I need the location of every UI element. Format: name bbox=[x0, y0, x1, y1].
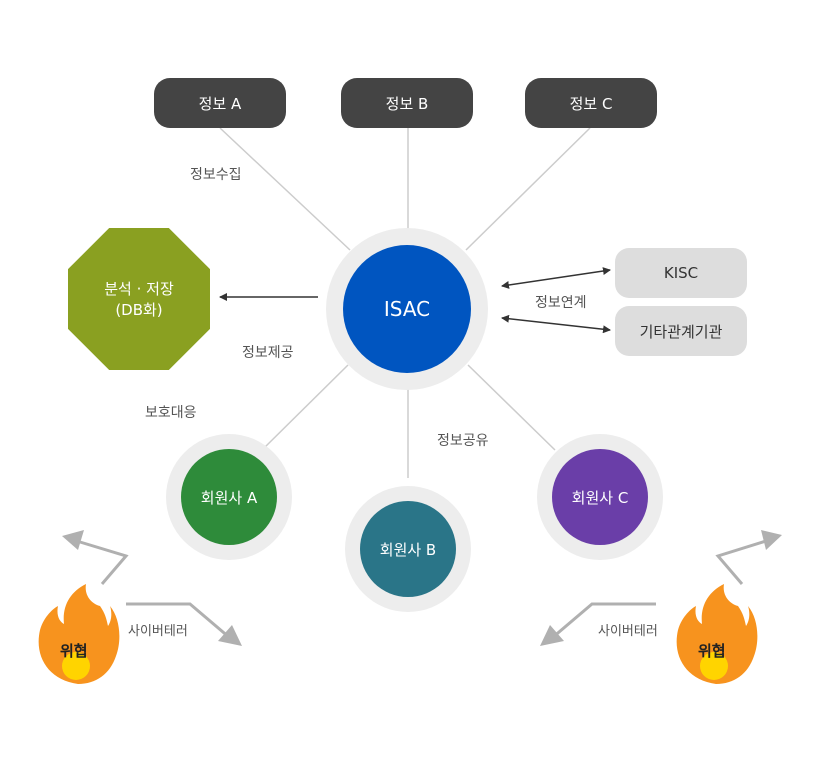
member-b: 회원사 B bbox=[360, 501, 456, 597]
info-source-c-label: 정보 C bbox=[569, 94, 613, 113]
attack-arrow-right bbox=[551, 602, 656, 640]
member-a: 회원사 A bbox=[181, 449, 277, 545]
isac-hub-label: ISAC bbox=[383, 297, 431, 321]
deflect-arrowhead-left bbox=[62, 530, 84, 550]
deflect-arrow-right bbox=[715, 539, 767, 585]
info-source-a-label: 정보 A bbox=[198, 94, 242, 113]
attack-arrow-left bbox=[126, 602, 231, 640]
flame-core bbox=[62, 652, 90, 680]
share-label: 정보공유 bbox=[437, 433, 489, 449]
connector-member-a bbox=[261, 364, 349, 451]
info-source-c: 정보 C bbox=[525, 78, 657, 128]
info-source-b: 정보 B bbox=[341, 78, 473, 128]
connector-info-c bbox=[465, 127, 591, 251]
cyberterror-label-right: 사이버테러 bbox=[598, 624, 658, 639]
threat-arrows-left bbox=[62, 530, 242, 646]
link-arrow-kisc bbox=[501, 267, 611, 289]
partner-kisc: KISC bbox=[615, 248, 747, 298]
fire-icon bbox=[38, 584, 120, 684]
link-label: 정보연계 bbox=[535, 295, 587, 311]
threat-label-right: 위협 bbox=[698, 642, 726, 660]
threat-flame-right bbox=[676, 584, 758, 684]
attack-arrowhead-right bbox=[540, 625, 564, 646]
connector-member-c bbox=[467, 364, 556, 451]
respond-label: 보호대응 bbox=[145, 405, 197, 421]
isac-hub: ISAC bbox=[343, 245, 471, 373]
info-source-b-label: 정보 B bbox=[385, 94, 429, 113]
flame-core bbox=[700, 652, 728, 680]
threat-flame-left bbox=[38, 584, 120, 684]
storage-line2: (DB화) bbox=[115, 301, 163, 319]
cyberterror-label-left: 사이버테러 bbox=[128, 624, 188, 639]
member-c: 회원사 C bbox=[552, 449, 648, 545]
member-a-label: 회원사 A bbox=[200, 488, 258, 507]
analysis-storage-node: 분석 · 저장 (DB화) bbox=[68, 228, 210, 370]
info-source-a: 정보 A bbox=[154, 78, 286, 128]
member-b-label: 회원사 B bbox=[379, 540, 437, 559]
attack-arrowhead-left bbox=[218, 625, 242, 646]
deflect-arrow-left bbox=[79, 540, 129, 585]
storage-line1: 분석 · 저장 bbox=[104, 280, 174, 298]
fire-icon bbox=[676, 584, 758, 684]
link-arrow-other bbox=[501, 314, 611, 334]
partner-other-label: 기타관계기관 bbox=[639, 322, 723, 341]
provide-label: 정보제공 bbox=[242, 345, 294, 361]
deflect-arrowhead-right bbox=[761, 530, 782, 550]
connector-lines bbox=[219, 127, 591, 478]
partner-other-agencies: 기타관계기관 bbox=[615, 306, 747, 356]
connector-info-a bbox=[219, 127, 351, 251]
member-c-label: 회원사 C bbox=[571, 488, 629, 507]
partner-kisc-label: KISC bbox=[663, 264, 699, 282]
collect-label: 정보수집 bbox=[190, 167, 242, 183]
threat-arrows-right bbox=[540, 530, 782, 646]
threat-label-left: 위협 bbox=[60, 642, 88, 660]
